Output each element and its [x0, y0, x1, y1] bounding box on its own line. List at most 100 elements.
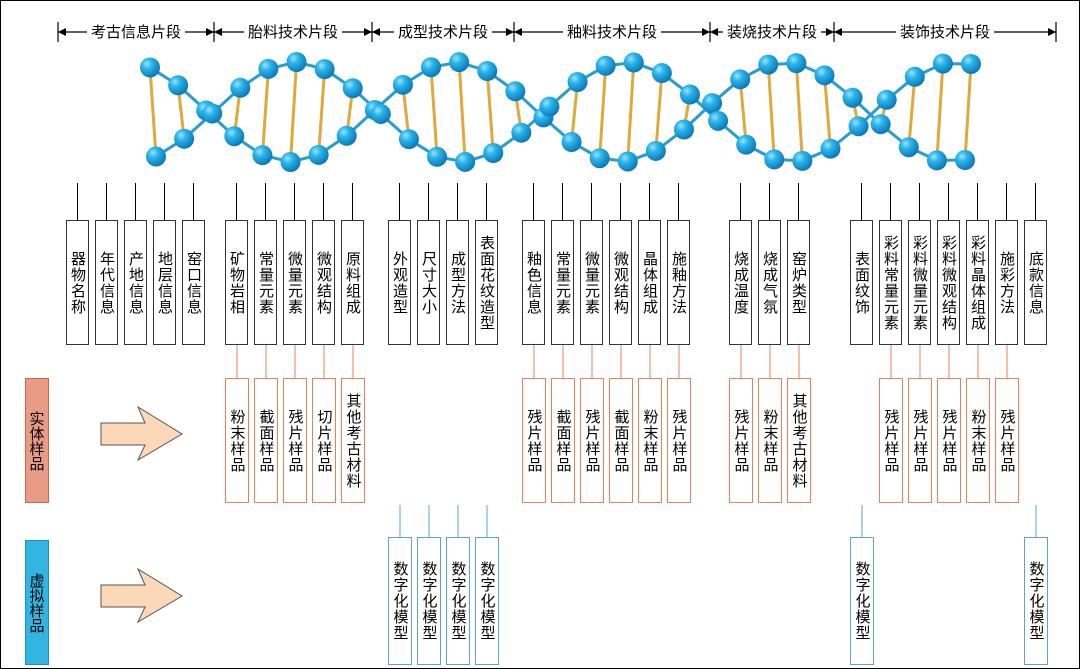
info-box: 年代信息: [95, 220, 118, 345]
physical-sample-box: 残片样品: [522, 378, 546, 503]
segment-label-forming: 成型技术片段: [393, 22, 493, 42]
helix-ball: [174, 128, 195, 149]
helix-ball: [561, 132, 582, 153]
info-box: 表面纹饰: [850, 220, 873, 345]
helix-ball: [595, 55, 616, 76]
segment-label-archaeology: 考古信息片段: [86, 22, 186, 42]
helix-ball: [820, 138, 841, 159]
helix-ball: [736, 134, 757, 155]
helix-ball: [539, 96, 560, 117]
helix-ball: [673, 119, 694, 140]
physical-sample-box: 残片样品: [995, 378, 1019, 503]
virtual-samples-label: 虚拟样品: [25, 540, 49, 665]
physical-sample-box: 残片样品: [580, 378, 604, 503]
helix-ball: [589, 148, 610, 169]
helix-ball: [904, 66, 925, 87]
info-box: 微观结构: [609, 220, 632, 345]
helix-ball: [814, 65, 835, 86]
helix-rod: [457, 62, 467, 162]
helix-ball: [651, 63, 672, 84]
helix-ball: [280, 151, 301, 172]
info-box: 彩料晶体组成: [966, 220, 989, 345]
info-connectors: [77, 183, 1036, 220]
helix-ball: [140, 57, 160, 78]
info-box: 烧成气氛: [758, 220, 781, 345]
physical-sample-box: 切片样品: [312, 378, 336, 503]
info-box: 表面花纹造型: [475, 220, 498, 345]
helix-rod: [963, 63, 973, 161]
dna-helix: [140, 52, 981, 172]
helix-ball: [876, 89, 897, 110]
helix-ball: [792, 150, 813, 171]
helix-ball: [955, 150, 975, 171]
info-box: 常量元素: [254, 220, 277, 345]
helix-ball: [617, 151, 638, 172]
helix-ball: [202, 103, 223, 124]
info-box: 产地信息: [124, 220, 147, 345]
helix-rod: [598, 65, 608, 159]
physical-sample-box: 截面样品: [551, 378, 575, 503]
helix-ball: [308, 144, 329, 165]
physical-sample-box: 粉末样品: [225, 378, 249, 503]
info-box: 彩料常量元素: [879, 220, 902, 345]
helix-rod: [429, 67, 439, 157]
helix-ball: [511, 122, 532, 143]
helix-ball: [679, 84, 700, 105]
helix-ball: [708, 110, 729, 131]
helix-rod: [654, 72, 664, 152]
segment-label-glaze: 釉料技术片段: [562, 22, 662, 42]
helix-rod: [822, 75, 832, 149]
segment-ruler: [57, 22, 1057, 42]
physical-sample-box: 截面样品: [609, 378, 633, 503]
segment-label-body: 胎料技术片段: [243, 22, 343, 42]
info-box: 窑炉类型: [787, 220, 810, 345]
info-box: 微量元素: [283, 220, 306, 345]
virtual-sample-connectors: [399, 505, 1037, 537]
info-box: 彩料微量元素: [908, 220, 931, 345]
physical-sample-box: 粉末样品: [638, 378, 662, 503]
helix-ball: [623, 52, 644, 73]
helix-rod: [317, 69, 327, 155]
helix-ball: [898, 137, 919, 158]
info-box: 晶体组成: [638, 220, 661, 345]
helix-balls: [140, 52, 981, 172]
helix-ball: [786, 53, 807, 74]
virtual-sample-box: 数字化模型: [850, 537, 874, 665]
segment-label-decoration: 装饰技术片段: [895, 22, 995, 42]
physical-sample-box: 残片样品: [937, 378, 961, 503]
virtual-sample-box: 数字化模型: [446, 537, 470, 665]
info-box: 原料组成: [341, 220, 364, 345]
info-box: 器物名称: [66, 220, 89, 345]
helix-ball: [926, 150, 947, 171]
helix-rod: [570, 81, 580, 143]
helix-ball: [336, 125, 357, 146]
info-box: 釉色信息: [522, 220, 545, 345]
helix-ball: [645, 140, 666, 161]
helix-rod: [794, 63, 804, 161]
virtual-sample-box: 数字化模型: [388, 537, 412, 665]
helix-ball: [258, 58, 279, 79]
info-box: 底款信息: [1024, 220, 1047, 345]
info-box: 烧成温度: [729, 220, 752, 345]
info-box: 窑口信息: [182, 220, 205, 345]
helix-ball: [932, 53, 953, 74]
helix-ball: [427, 146, 448, 167]
helix-ball: [842, 87, 863, 108]
virtual-sample-box: 数字化模型: [475, 537, 499, 665]
physical-sample-box: 截面样品: [254, 378, 278, 503]
physical-arrow-icon: [100, 405, 183, 462]
helix-ball: [168, 75, 189, 96]
virtual-sample-box: 数字化模型: [417, 537, 441, 665]
physical-sample-box: 粉末样品: [966, 378, 990, 503]
helix-rod: [289, 61, 299, 163]
helix-ball: [764, 149, 785, 170]
helix-ball: [252, 145, 273, 166]
info-box: 施釉方法: [667, 220, 690, 345]
helix-ball: [477, 60, 498, 81]
helix-ball: [848, 116, 869, 137]
helix-ball: [870, 114, 891, 135]
helix-ball: [286, 52, 307, 73]
info-box: 常量元素: [551, 220, 574, 345]
